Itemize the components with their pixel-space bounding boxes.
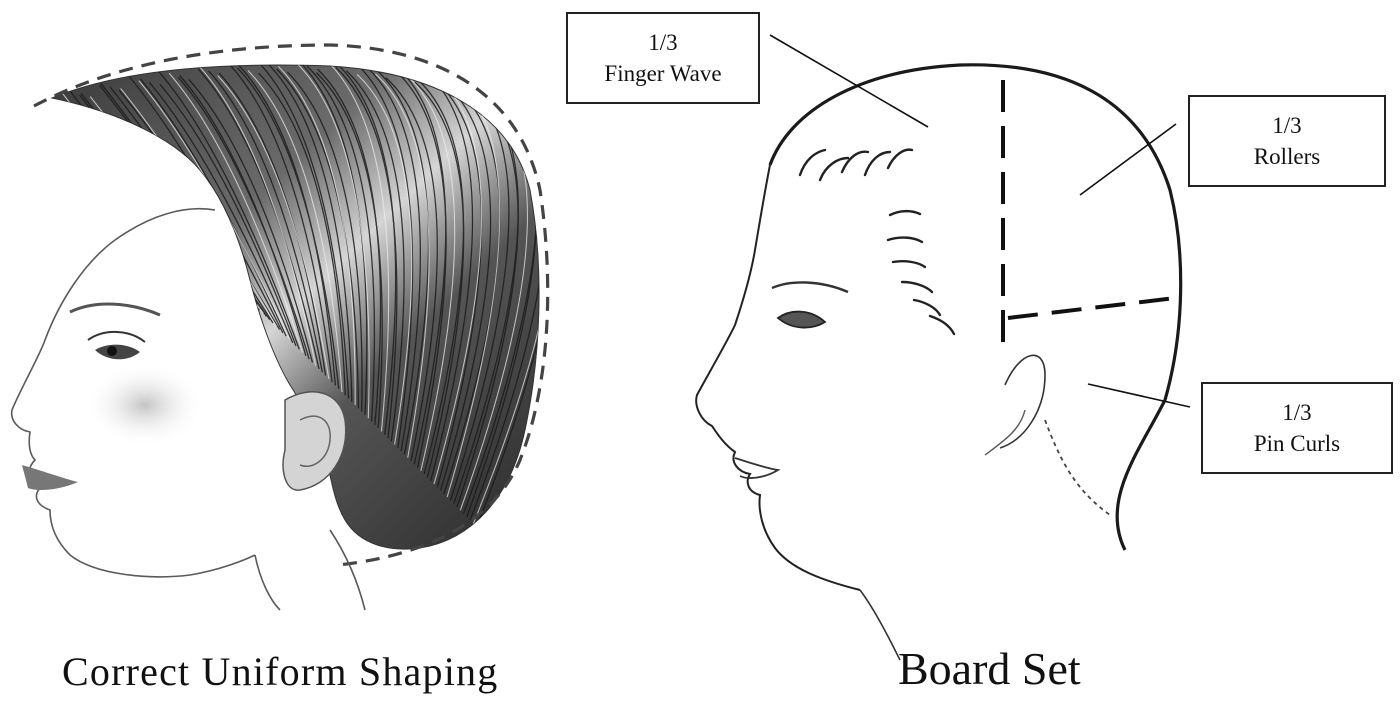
label-finger-wave-fraction: 1/3 [568, 27, 758, 58]
leader-line-pin-curls [1088, 384, 1190, 407]
label-rollers: 1/3 Rollers [1188, 95, 1386, 187]
right-eye [778, 312, 825, 328]
leader-line-finger-wave [770, 35, 928, 127]
right-head-illustration [696, 35, 1190, 660]
caption-correct-uniform-shaping: Correct Uniform Shaping [62, 648, 498, 695]
label-rollers-text: Rollers [1190, 141, 1384, 172]
right-eyebrow [772, 282, 848, 292]
face-profile [696, 165, 860, 590]
left-eye [70, 304, 160, 359]
label-finger-wave-text: Finger Wave [568, 58, 758, 89]
label-pin-curls-text: Pin Curls [1203, 428, 1391, 459]
caption-board-set: Board Set [898, 642, 1081, 695]
horizontal-section-divider [1008, 298, 1175, 318]
label-rollers-fraction: 1/3 [1190, 110, 1384, 141]
neck-dotted-line [1045, 420, 1110, 515]
right-lips [735, 458, 778, 478]
left-head-illustration [12, 45, 556, 610]
label-finger-wave: 1/3 Finger Wave [566, 12, 760, 104]
right-ear [1000, 355, 1045, 448]
head-outline [770, 65, 1181, 550]
finger-wave-strokes [800, 150, 954, 334]
label-pin-curls-fraction: 1/3 [1203, 397, 1391, 428]
left-lips [22, 465, 78, 490]
label-pin-curls: 1/3 Pin Curls [1201, 382, 1393, 474]
leader-line-rollers [1080, 124, 1176, 195]
cheek-blush [85, 363, 205, 447]
